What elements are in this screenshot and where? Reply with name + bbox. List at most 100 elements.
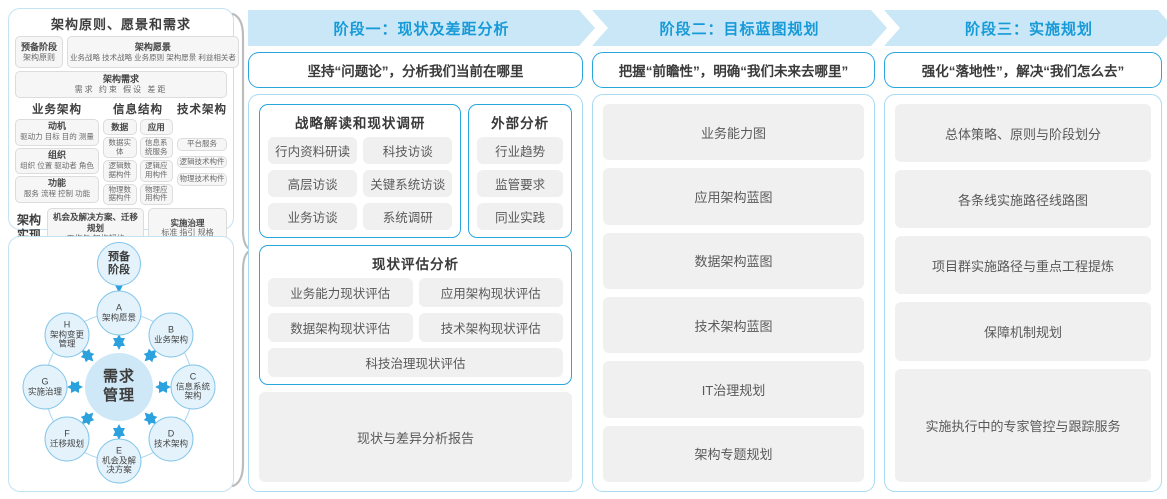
list-item: 数据架构现状评估 [268, 313, 413, 342]
organization-title: 组织 [47, 149, 66, 160]
prep-phase-node: 预备阶段 [97, 242, 141, 286]
prep-phase-title: 预备阶段 [20, 41, 57, 52]
physical-tech-item: 物理技术构件 [177, 173, 227, 186]
function-sub: 服务 流程 控制 功能 [23, 189, 91, 199]
double-arrow-icon [143, 348, 158, 363]
architecture-requirements-box: 架构需求 需求 约束 假设 差距 [15, 71, 227, 98]
phase3-subtitle: 强化“落地性”，解决“我们怎么去” [884, 52, 1162, 88]
application-subcolumn: 应用 信息系统服务 逻辑应用构件 物理应用构件 [139, 119, 173, 205]
info-system-service-item: 信息系统服务 [139, 137, 173, 159]
list-item: 架构专题规划 [603, 425, 864, 482]
phase1-content: 战略解读和现状调研 行内资料研读 科技访谈 高层访谈 关键系统访谈 业务访谈 系… [248, 94, 583, 492]
function-box: 功能 服务 流程 控制 功能 [15, 176, 99, 203]
node-b-business-architecture: B 业务架构 [148, 312, 194, 358]
node-h-architecture-change-management: H 架构变更管理 [44, 312, 90, 358]
list-item: 行内资料研读 [268, 137, 358, 164]
logical-tech-item: 逻辑技术构件 [177, 155, 227, 169]
prep-vision-row: 预备阶段 架构原则 架构愿景 业务战略 技术战略 业务原则 架构愿景 利益相关者 [15, 36, 239, 68]
strategy-research-group: 战略解读和现状调研 行内资料研读 科技访谈 高层访谈 关键系统访谈 业务访谈 系… [259, 104, 462, 238]
vision-sub: 业务战略 技术战略 业务原则 架构愿景 利益相关者 [70, 53, 236, 63]
impl-governance-sub: 标准 指引 规格 [161, 228, 214, 238]
physical-data-item: 物理数据构件 [103, 183, 137, 205]
organization-box: 组织 组织 位置 驱动者 角色 [15, 147, 99, 175]
physical-app-item: 物理应用构件 [139, 183, 173, 205]
gap-analysis-report-box: 现状与差异分析报告 [259, 392, 572, 482]
phase3-content: 总体策略、原则与阶段划分 各条线实施路径线路图 项目群实施路径与重点工程提炼 保… [884, 94, 1162, 492]
business-architecture-column: 业务架构 动机 驱动力 目标 目的 测量 组织 组织 位置 驱动者 角色 功能 … [15, 101, 99, 205]
node-d-technical-architecture: D 技术架构 [148, 416, 194, 462]
information-structure-header: 信息结构 [113, 104, 163, 116]
external-analysis-title: 外部分析 [491, 116, 550, 131]
phase2-header-band: 阶段二：目标蓝图规划 [592, 10, 887, 46]
prep-phase-box: 预备阶段 架构原则 [15, 36, 63, 68]
node-f-migration-planning: F 迁移规划 [44, 416, 90, 462]
phase1-column: 阶段一：现状及差距分析 坚持“问题论”，分析我们当前在哪里 战略解读和现状调研 … [248, 10, 583, 492]
information-structure-column: 信息结构 数据 数据实体 逻辑数据构件 物理数据构件 应用 信息系统服务 逻辑应… [103, 101, 173, 205]
impl-governance-title: 实施治理 [170, 217, 205, 228]
list-item: 关键系统访谈 [363, 170, 453, 197]
list-item: 业务访谈 [268, 203, 358, 230]
list-item: 各条线实施路径线路图 [895, 170, 1151, 229]
phase2-content: 业务能力图 应用架构蓝图 数据架构蓝图 技术架构蓝图 IT治理规划 架构专题规划 [592, 94, 875, 492]
list-item: 科技访谈 [363, 137, 453, 164]
double-arrow-icon [80, 411, 95, 426]
list-item: 同业实践 [477, 203, 563, 230]
assessment-title: 现状评估分析 [372, 257, 459, 272]
architecture-principles-panel: 架构原则、愿景和需求 预备阶段 架构原则 架构愿景 业务战略 技术战略 业务原则… [8, 8, 239, 248]
double-arrow-icon [80, 348, 95, 363]
list-item: 数据架构蓝图 [603, 232, 864, 289]
logical-data-item: 逻辑数据构件 [103, 160, 137, 182]
list-item: 应用架构现状评估 [418, 278, 563, 307]
list-item: 业务能力现状评估 [268, 278, 413, 307]
opportunities-title: 机会及解决方案、迁移规划 [53, 212, 139, 233]
node-a-architecture-vision: A 架构愿景 [96, 290, 142, 336]
organization-sub: 组织 位置 驱动者 角色 [20, 160, 94, 170]
architecture-columns: 业务架构 动机 驱动力 目标 目的 测量 组织 组织 位置 驱动者 角色 功能 … [15, 101, 227, 205]
data-subheader: 数据 [103, 119, 137, 135]
list-item: 保障机制规划 [895, 302, 1151, 361]
technical-architecture-header: 技术架构 [177, 104, 227, 116]
list-item: 项目群实施路径与重点工程提炼 [895, 236, 1151, 295]
list-item: 技术架构蓝图 [603, 296, 864, 354]
adm-cycle-panel: 预备阶段 A 架构愿景 B 业务架构 C 信息系统架构 D 技术架构 E 机会及… [8, 236, 234, 492]
platform-service-item: 平台服务 [177, 137, 227, 151]
list-item: 系统调研 [363, 203, 453, 230]
node-e-opportunities-solutions: E 机会及解决方案 [96, 438, 142, 484]
architecture-vision-box: 架构愿景 业务战略 技术战略 业务原则 架构愿景 利益相关者 [67, 36, 239, 68]
current-state-assessment-group: 现状评估分析 业务能力现状评估 应用架构现状评估 数据架构现状评估 技术架构现状… [259, 245, 572, 385]
list-item: 行业趋势 [477, 137, 563, 164]
data-subcolumn: 数据 数据实体 逻辑数据构件 物理数据构件 [103, 119, 137, 205]
vision-title: 架构愿景 [134, 41, 171, 52]
list-item: 技术架构现状评估 [418, 313, 563, 342]
list-item: 科技治理现状评估 [268, 348, 563, 377]
function-title: 功能 [47, 178, 66, 189]
phase1-header-band: 阶段一：现状及差距分析 [248, 10, 595, 46]
motivation-sub: 驱动力 目标 目的 测量 [20, 132, 94, 142]
requirements-management-center-node: 需求管理 [85, 353, 153, 421]
phase1-subtitle: 坚持“问题论”，分析我们当前在哪里 [248, 52, 583, 88]
list-item: 高层访谈 [268, 170, 358, 197]
requirements-title: 架构需求 [102, 74, 139, 85]
requirements-sub: 需求 约束 假设 差距 [74, 85, 168, 95]
node-g-implementation-governance: G 实施治理 [22, 364, 68, 410]
list-item: 业务能力图 [603, 104, 864, 161]
list-item: IT治理规划 [603, 361, 864, 418]
phase2-column: 阶段二：目标蓝图规划 把握“前瞻性”，明确“我们未来去哪里” 业务能力图 应用架… [592, 10, 875, 492]
node-c-information-system-architecture: C 信息系统架构 [170, 364, 216, 410]
technical-architecture-column: 技术架构 平台服务 逻辑技术构件 物理技术构件 [177, 101, 227, 205]
phase2-subtitle: 把握“前瞻性”，明确“我们未来去哪里” [592, 52, 875, 88]
motivation-title: 动机 [47, 121, 66, 131]
list-item: 实施执行中的专家管控与跟踪服务 [895, 368, 1151, 482]
list-item: 应用架构蓝图 [603, 168, 864, 225]
phase3-column: 阶段三：实施规划 强化“落地性”，解决“我们怎么去” 总体策略、原则与阶段划分 … [884, 10, 1162, 492]
strategy-research-title: 战略解读和现状调研 [294, 116, 426, 131]
motivation-box: 动机 驱动力 目标 目的 测量 [15, 119, 99, 146]
data-entity-item: 数据实体 [103, 137, 137, 159]
panel-title: 架构原则、愿景和需求 [50, 17, 191, 32]
list-item: 总体策略、原则与阶段划分 [895, 104, 1151, 163]
external-analysis-group: 外部分析 行业趋势 监管要求 同业实践 [468, 104, 572, 238]
prep-phase-sub: 架构原则 [23, 52, 55, 62]
application-subheader: 应用 [139, 119, 173, 135]
list-item: 监管要求 [477, 170, 563, 197]
